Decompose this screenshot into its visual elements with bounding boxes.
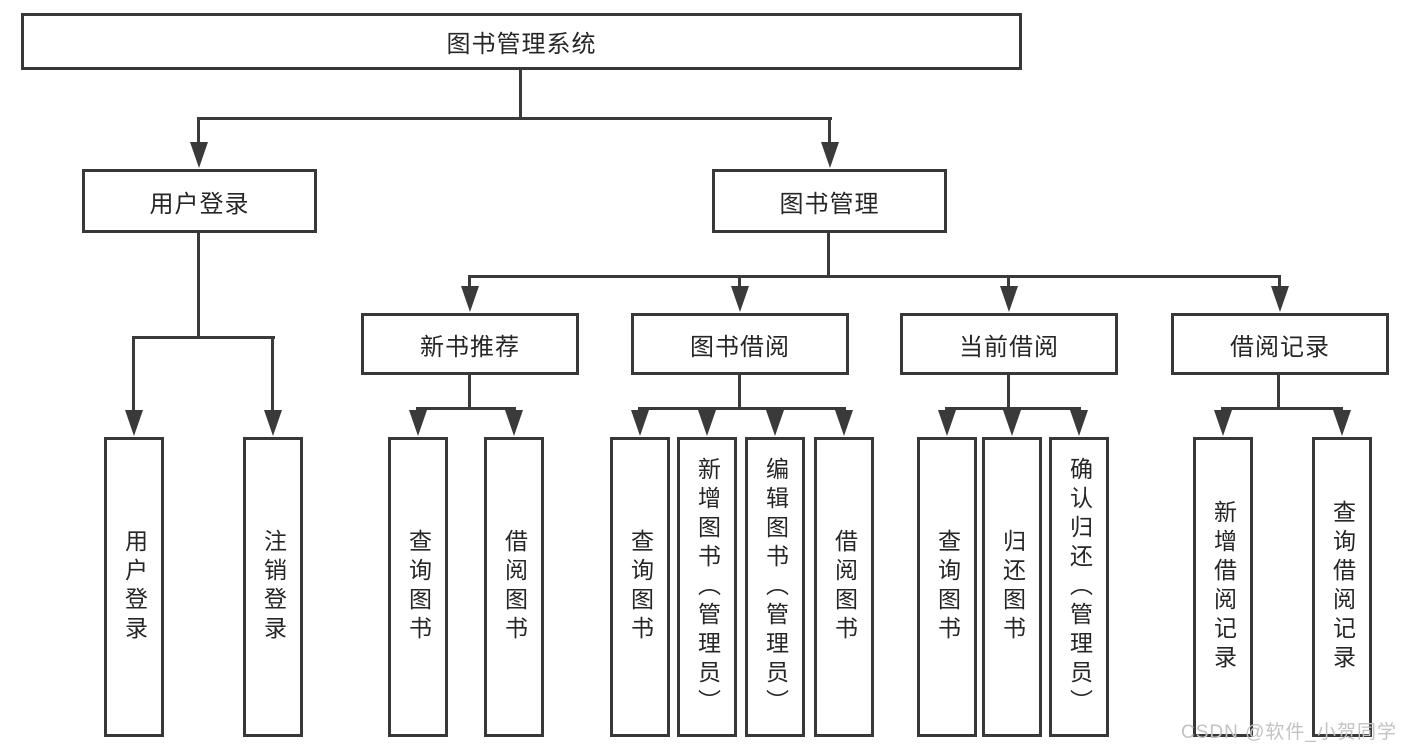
node-book-management: 图书管理 xyxy=(712,169,947,233)
arrowhead-down-icon xyxy=(1271,286,1289,312)
connector-records-stem xyxy=(1277,375,1280,409)
connector-login-drop-left xyxy=(132,336,135,412)
node-return-books: 归还图书 xyxy=(982,437,1042,737)
node-current-query-books: 查询图书 xyxy=(917,437,977,737)
connector-borrowing-bus xyxy=(638,407,846,410)
connector-mgmt-stem xyxy=(827,233,830,277)
connector-recommend-bus xyxy=(416,407,516,410)
arrowhead-down-icon xyxy=(731,286,749,312)
connector-borrowing-stem xyxy=(738,375,741,409)
connector-login-stem xyxy=(197,233,200,338)
arrowhead-down-icon xyxy=(631,410,649,436)
arrowhead-down-icon xyxy=(1333,410,1351,436)
connector-mgmt-drop xyxy=(468,275,471,288)
node-borrowing-borrow-books: 借阅图书 xyxy=(814,437,874,737)
node-library-management-system: 图书管理系统 xyxy=(21,13,1022,70)
node-logout: 注销登录 xyxy=(243,437,303,737)
connector-mgmt-bus xyxy=(468,275,1281,278)
connector-root-drop-right xyxy=(828,117,831,143)
connector-records-bus xyxy=(1221,407,1343,410)
arrowhead-down-icon xyxy=(821,142,839,168)
connector-current-stem xyxy=(1007,375,1010,409)
arrowhead-down-icon xyxy=(190,142,208,168)
connector-login-drop-right xyxy=(271,336,274,412)
arrowhead-down-icon xyxy=(698,410,716,436)
arrowhead-down-icon xyxy=(938,410,956,436)
node-query-borrow-record: 查询借阅记录 xyxy=(1312,437,1372,737)
connector-root-stem xyxy=(519,70,522,119)
arrowhead-down-icon xyxy=(125,410,143,436)
connector-login-bus xyxy=(132,336,275,339)
arrowhead-down-icon xyxy=(1000,286,1018,312)
arrowhead-down-icon xyxy=(835,410,853,436)
csdn-watermark: CSDN @软件_小贺同学 xyxy=(1181,722,1397,743)
node-user-login-leaf: 用户登录 xyxy=(104,437,164,737)
arrowhead-down-icon xyxy=(264,410,282,436)
connector-mgmt-drop xyxy=(1007,275,1010,288)
node-book-borrowing: 图书借阅 xyxy=(631,313,849,375)
connector-root-drop-left xyxy=(197,117,200,143)
node-user-login: 用户登录 xyxy=(82,169,317,233)
node-borrowing-query-books: 查询图书 xyxy=(610,437,670,737)
arrowhead-down-icon xyxy=(1070,410,1088,436)
arrowhead-down-icon xyxy=(505,410,523,436)
connector-recommend-stem xyxy=(468,375,471,409)
node-recommend-query-books: 查询图书 xyxy=(388,437,448,737)
node-borrowing-records: 借阅记录 xyxy=(1171,313,1389,375)
node-add-books-admin: 新增图书（管理员） xyxy=(677,437,737,737)
connector-root-bus xyxy=(197,117,832,120)
arrowhead-down-icon xyxy=(766,410,784,436)
node-current-borrowing: 当前借阅 xyxy=(900,313,1118,375)
arrowhead-down-icon xyxy=(1003,410,1021,436)
node-edit-books-admin: 编辑图书（管理员） xyxy=(745,437,805,737)
connector-mgmt-drop xyxy=(738,275,741,288)
node-new-book-recommendation: 新书推荐 xyxy=(361,313,579,375)
connector-current-bus xyxy=(945,407,1081,410)
connector-mgmt-drop xyxy=(1278,275,1281,288)
node-add-borrow-record: 新增借阅记录 xyxy=(1193,437,1253,737)
node-recommend-borrow-books: 借阅图书 xyxy=(484,437,544,737)
arrowhead-down-icon xyxy=(409,410,427,436)
arrowhead-down-icon xyxy=(1214,410,1232,436)
node-confirm-return-admin: 确认归还（管理员） xyxy=(1049,437,1109,737)
arrowhead-down-icon xyxy=(461,286,479,312)
